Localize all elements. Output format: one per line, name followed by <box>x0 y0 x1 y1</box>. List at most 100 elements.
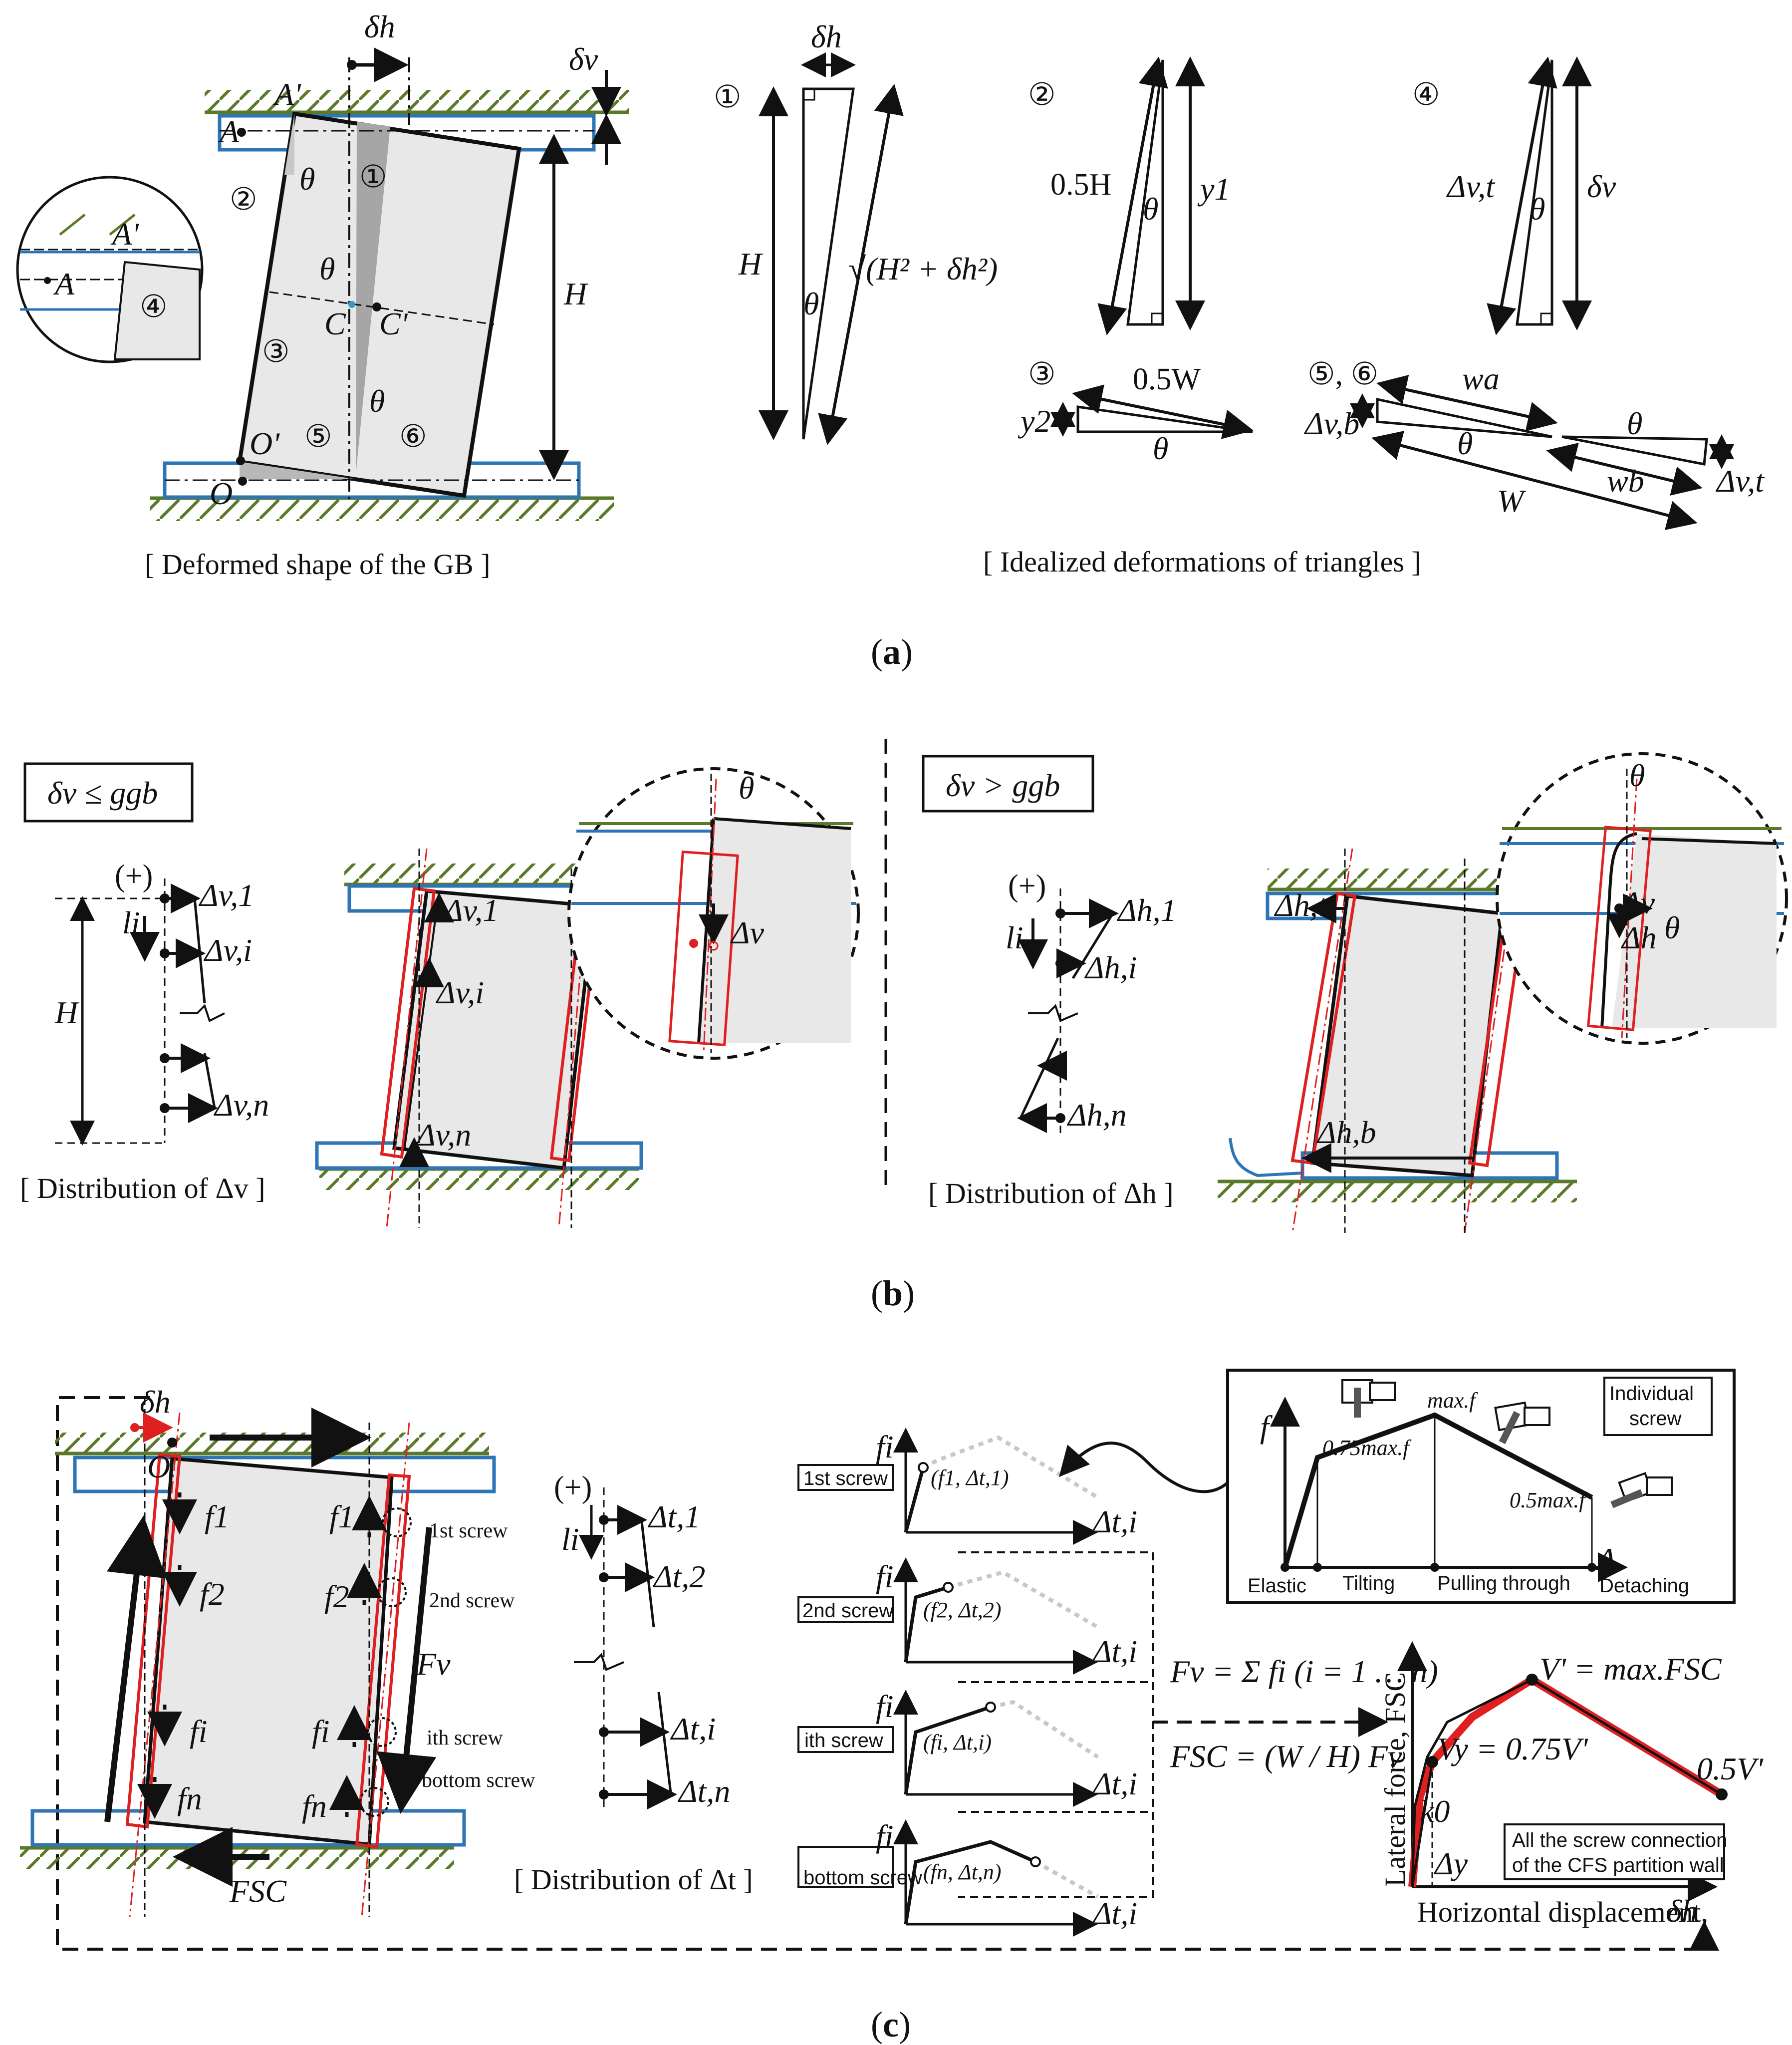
screw-axis-f-n: fi <box>876 1818 894 1854</box>
triangle-5 <box>240 462 356 479</box>
tri56-label-dvb: Δv,b <box>1303 406 1359 441</box>
screw-point-n: (fn, Δt,n) <box>923 1860 1002 1884</box>
tri2-label-n2: ② <box>1028 78 1056 112</box>
tri56-label-W: W <box>1497 483 1527 519</box>
screw-point-i: (fi, Δt,i) <box>923 1730 992 1754</box>
condition-box-right <box>922 755 1094 813</box>
zoom-b-left-theta: θ <box>739 770 754 806</box>
label-A-prime: A' <box>272 76 301 112</box>
tri4-label-theta: θ <box>1530 191 1545 227</box>
triangle-1-idealized: δh H θ √(H² + δh²) ① <box>714 19 998 445</box>
label-theta-3: θ <box>369 383 385 419</box>
panel-a: δh δv H A' A C C' O' O θ θ θ ① ② ③ ⑤ ⑥ <box>16 9 1765 672</box>
ceiling-ground <box>205 90 629 114</box>
tri4-label-dv: δv <box>1587 169 1616 204</box>
triangle-2 <box>284 114 294 280</box>
individual-title-2: screw <box>1629 1408 1682 1430</box>
label-O: O <box>210 476 233 511</box>
wall-b-right-dhb: Δh,b <box>1316 1115 1376 1150</box>
triangle-3-idealized: 0.5W y2 θ ③ <box>1018 357 1254 466</box>
wall-c-f2-right: f2 <box>324 1579 349 1614</box>
zoom-label-n4: ④ <box>140 290 168 324</box>
equation-fsc: FSC = (W / H) Fv <box>1170 1739 1402 1774</box>
curve-note-1: All the screw connection <box>1512 1829 1727 1851</box>
stage-elastic: Elastic <box>1248 1575 1306 1597</box>
wall-b-left-dvn: Δv,n <box>415 1117 471 1153</box>
screw-axis-d-n: Δt,i <box>1091 1896 1137 1931</box>
dv-label-plus: (+) <box>115 859 153 893</box>
screw-axis-f-1: fi <box>876 1429 894 1464</box>
screw-label-1: 1st screw <box>803 1467 888 1489</box>
curve-yield: Vy = 0.75V' <box>1437 1731 1588 1766</box>
zoom-circle-a: A' A ④ <box>16 176 204 363</box>
wall-c-fi-right: fi <box>312 1714 330 1749</box>
zoom-b-left-dv: Δv <box>730 915 765 950</box>
wall-b-right-dht: Δh,t <box>1274 887 1328 923</box>
wall-c: δh O FSC Fv f1 f2 fi fn f1 f2 fi fn <box>20 1384 535 1917</box>
tri2-label-halfH: 0.5H <box>1050 168 1111 202</box>
tri1-label-H: H <box>738 246 764 282</box>
zoom-circle-b-right: Δh Δv θ θ <box>1496 752 1788 1045</box>
triangle-56-idealized: wa wb W Δv,b Δv,t θ θ ⑤, ⑥ <box>1303 357 1765 530</box>
screw-tag-i: ith screw <box>427 1727 503 1750</box>
caption-b-right: [ Distribution of Δh ] <box>928 1177 1174 1209</box>
screw-plot-2: 2nd screw (f2, Δt,2) fi Δt,i <box>797 1557 1137 1675</box>
label-n5: ⑤ <box>304 420 332 454</box>
label-delta-h: δh <box>364 9 395 44</box>
distribution-dv: (+) li H Δv,1 Δv,i Δv,n <box>54 859 269 1146</box>
tri1-label-delta-h: δh <box>811 19 842 54</box>
wall-c-O: O <box>147 1449 170 1484</box>
curve-end: 0.5V' <box>1697 1751 1764 1786</box>
panel-label-b: (b) <box>871 1273 915 1313</box>
zoom-circle-b-left: Δv θ <box>567 767 860 1060</box>
triangle-4-idealized: Δv,t θ δv ④ <box>1412 56 1616 335</box>
screw-axis-d-1: Δt,i <box>1091 1504 1137 1539</box>
panel-label-c: (c) <box>871 2005 911 2045</box>
dh-label-dhn: Δh,n <box>1066 1097 1127 1133</box>
screw-plot-n: bottom screw (fn, Δt,n) fi Δt,i <box>797 1818 1137 1937</box>
individual-p75: 0.75max.f <box>1322 1436 1412 1460</box>
dt-label-plus: (+) <box>554 1470 592 1504</box>
equations: Fv = Σ fi (i = 1 … n) FSC = (W / H) Fv <box>1170 1654 1438 1774</box>
screw-point-2: (f2, Δt,2) <box>923 1598 1002 1622</box>
zoom-label-A-prime: A' <box>110 216 139 252</box>
tri56-label-theta-1: θ <box>1457 426 1473 461</box>
wall-c-fi-left: fi <box>190 1714 208 1749</box>
wall-c-f2-left: f2 <box>200 1576 225 1612</box>
label-n6: ⑥ <box>399 420 427 454</box>
individual-p50: 0.5max.f <box>1510 1488 1588 1512</box>
condition-left-text: δv ≤ ggb <box>47 775 158 811</box>
screw-axis-d-2: Δt,i <box>1091 1634 1137 1669</box>
stage-detaching: Detaching <box>1599 1575 1689 1597</box>
tri1-label-hyp: √(H² + δh²) <box>848 251 998 287</box>
screw-plots: 1st screw (f1, Δt,1) fi Δt,i 2nd screw (… <box>797 1428 1388 1937</box>
zoom-b-right-dv: Δv <box>1620 885 1655 920</box>
caption-a-right: [ Idealized deformations of triangles ] <box>983 546 1421 578</box>
label-C-prime: C' <box>379 306 408 341</box>
dh-label-dhi: Δh,i <box>1084 950 1137 985</box>
triangle-1 <box>356 122 390 474</box>
screw-state-icon-1 <box>1341 1379 1396 1418</box>
screw-label-i: ith screw <box>804 1730 883 1752</box>
dt-label-dt2: Δt,2 <box>652 1559 705 1594</box>
screw-plot-i: ith screw (fi, Δt,i) fi Δt,i <box>797 1689 1137 1807</box>
screw-tag-2: 2nd screw <box>429 1589 515 1612</box>
screw-tag-1: 1st screw <box>429 1519 508 1542</box>
label-n2: ② <box>230 183 257 217</box>
individual-screw-plot: Individual screw f Δ max.f 0.75max.f 0.5… <box>1226 1369 1736 1604</box>
individual-max: max.f <box>1427 1388 1478 1413</box>
curve-ylabel: Lateral force, FSC <box>1379 1672 1411 1887</box>
individual-title-1: Individual <box>1609 1383 1694 1405</box>
curve-peak: V' = max.FSC <box>1539 1651 1722 1687</box>
condition-box-left <box>23 762 194 823</box>
overall-curve: V' = max.FSC Vy = 0.75V' 0.5V' k0 Δy Hor… <box>1379 1641 1764 1929</box>
wall-c-Fv: Fv <box>416 1646 451 1682</box>
dv-label-dv1: Δv,1 <box>198 877 254 913</box>
label-n1: ① <box>359 160 387 194</box>
screw-axis-f-2: fi <box>876 1559 894 1594</box>
caption-c: [ Distribution of Δt ] <box>514 1863 753 1896</box>
label-n3: ③ <box>262 335 290 369</box>
screw-point-1: (f1, Δt,1) <box>931 1465 1009 1490</box>
dv-label-dvn: Δv,n <box>213 1087 269 1123</box>
